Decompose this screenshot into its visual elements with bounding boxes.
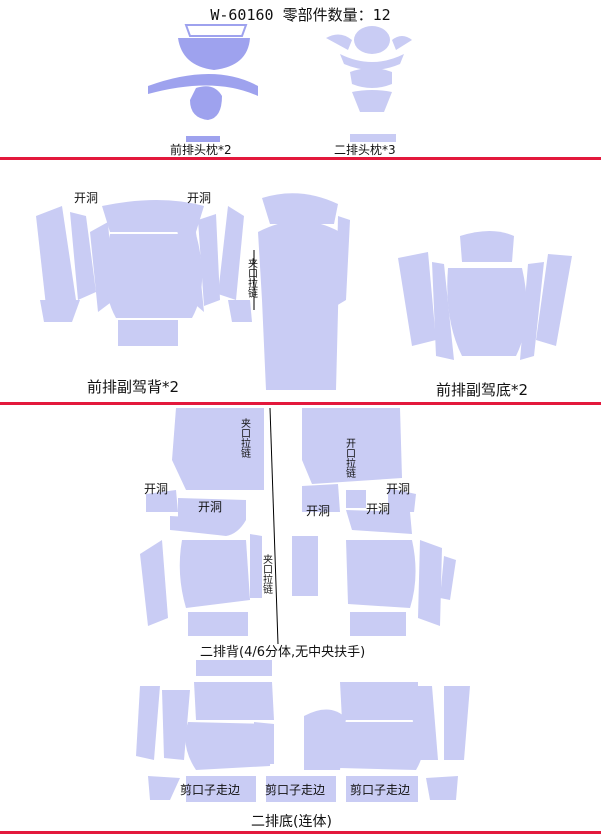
hole-label-4: 开洞 (198, 500, 223, 514)
clip-mouth-label-2: 夹口拉链 (241, 419, 251, 460)
clip-mouth-label-3: 夹口拉链 (263, 555, 273, 596)
second-headrest-label: 二排头枕*3 (334, 143, 396, 157)
hole-label-1: 开洞 (74, 191, 99, 205)
cut-edge-label-3: 剪口子走边 (350, 783, 411, 797)
second-base-label: 二排底(连体) (251, 814, 332, 830)
hole-label-6: 开洞 (366, 502, 391, 516)
hole-label-5: 开洞 (306, 504, 331, 518)
hole-label-2: 开洞 (187, 191, 212, 205)
open-zip-label: 开口拉链 (346, 439, 356, 480)
separator-1 (0, 157, 601, 160)
page-title: W-60160 零部件数量：12 (210, 6, 391, 24)
second-headrest-pieces (326, 26, 412, 142)
front-back-label: 前排副驾背*2 (87, 378, 180, 396)
cut-edge-label-1: 剪口子走边 (180, 783, 241, 797)
front-headrest-pieces (148, 24, 258, 142)
second-base-pieces (136, 660, 470, 802)
hole-label-7: 开洞 (386, 482, 411, 496)
hole-label-3: 开洞 (144, 482, 169, 496)
separator-2 (0, 402, 601, 405)
front-headrest-label: 前排头枕*2 (170, 143, 232, 157)
cut-edge-label-2: 剪口子走边 (265, 783, 326, 797)
front-back-pieces (36, 193, 350, 390)
front-base-label: 前排副驾底*2 (436, 381, 529, 399)
clip-mouth-label-1: 夹口拉链 (248, 259, 258, 300)
second-back-label: 二排背(4/6分体,无中央扶手) (200, 645, 366, 660)
separator-3 (0, 831, 601, 834)
second-back-pieces (140, 407, 456, 645)
front-base-pieces (398, 231, 572, 360)
